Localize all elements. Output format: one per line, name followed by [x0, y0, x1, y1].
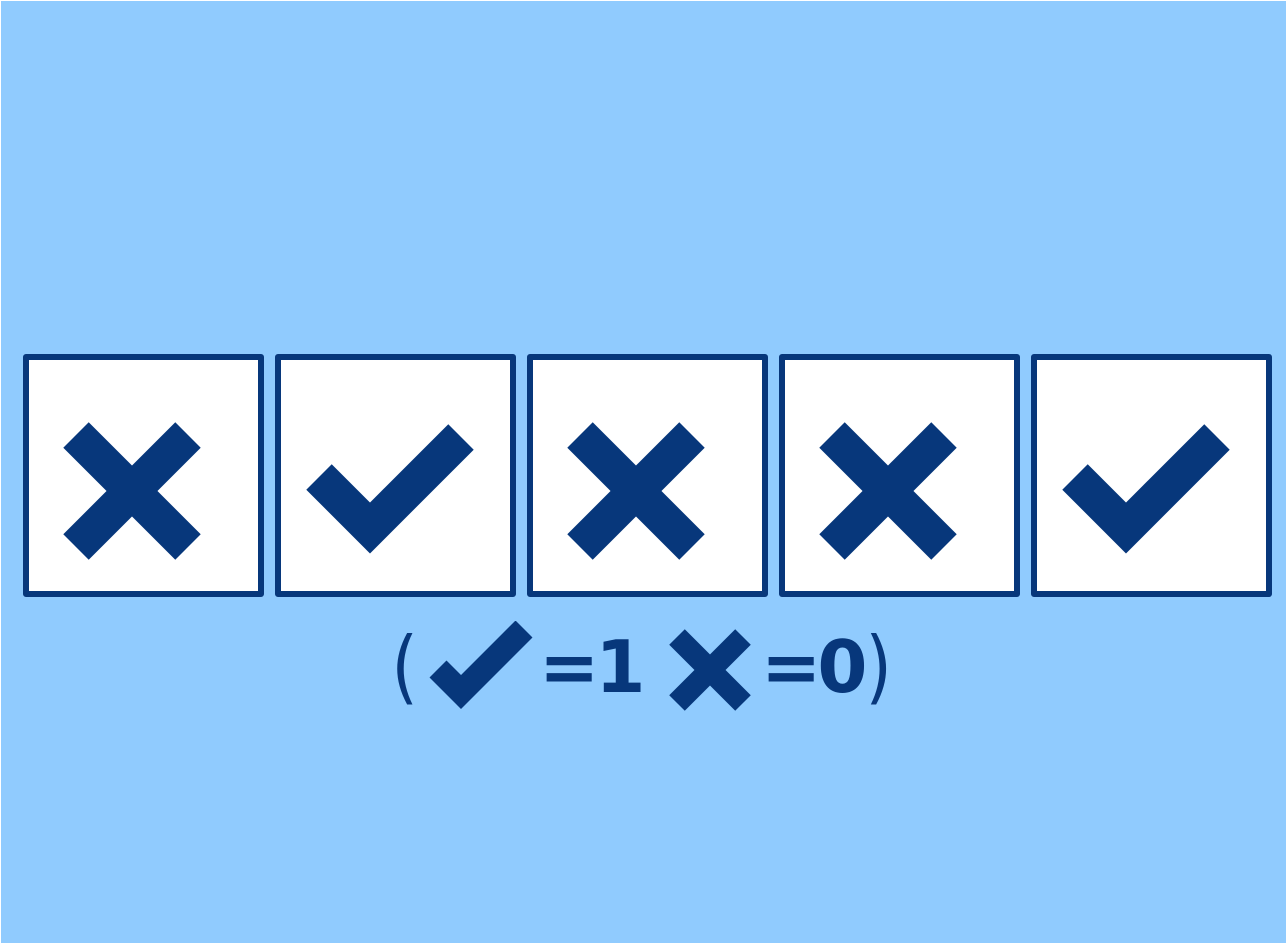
check-icon: [1062, 424, 1230, 554]
cross-icon: [819, 422, 957, 560]
cross-icon: [63, 422, 201, 560]
legend-check-value: =1: [539, 625, 645, 709]
cross-icon: [567, 422, 705, 560]
legend-cross-value: =0: [761, 625, 867, 709]
check-icon: [306, 424, 474, 554]
legend-cross-icon: [669, 629, 751, 711]
box-1: [23, 354, 264, 597]
box-2: [275, 354, 516, 597]
legend-open-paren: (: [391, 620, 418, 713]
legend-close-paren: ): [865, 620, 892, 713]
box-5: [1031, 354, 1272, 597]
box-3: [527, 354, 768, 597]
box-4: [779, 354, 1020, 597]
legend: ( =1 =0 ): [1, 619, 1286, 729]
legend-check-icon: [429, 621, 533, 709]
